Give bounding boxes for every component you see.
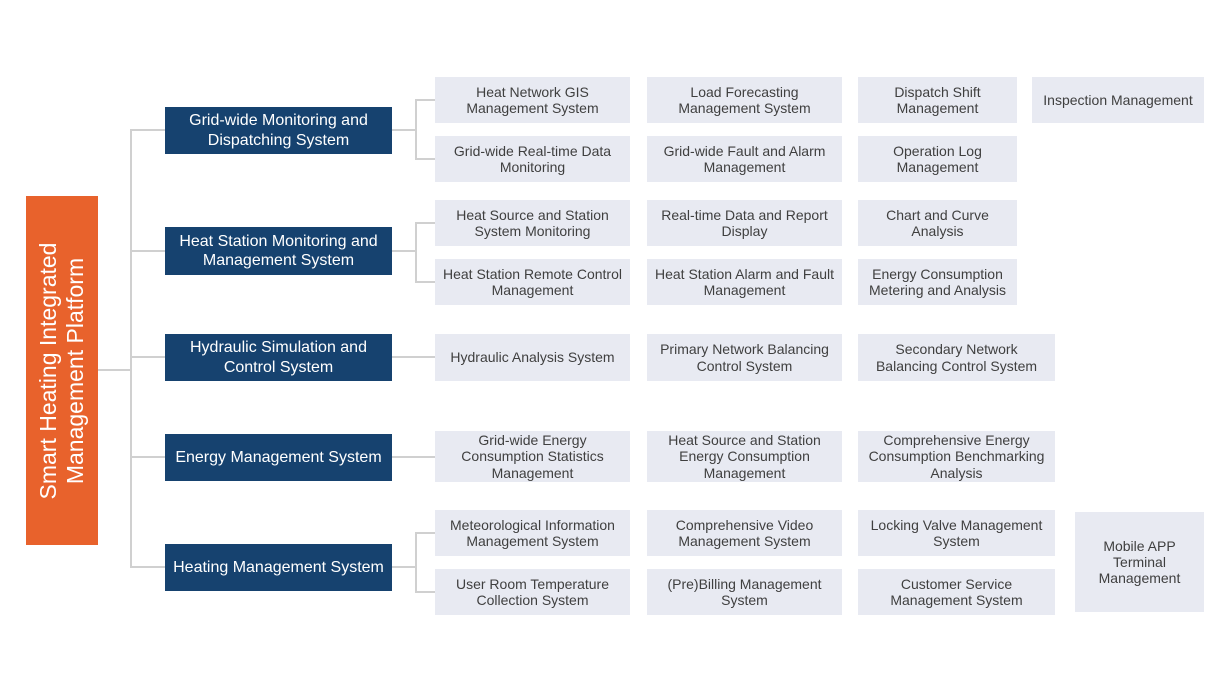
leaf-node-label: Locking Valve Management System [870, 516, 1043, 549]
leaf-node: User Room Temperature Collection System [435, 569, 630, 615]
leaf-node: Inspection Management [1032, 77, 1204, 123]
leaf-node: Dispatch Shift Management [858, 77, 1017, 123]
connector-line [415, 532, 435, 534]
leaf-node-label: User Room Temperature Collection System [455, 575, 610, 608]
branch-node-label: Grid-wide Monitoring and Dispatching Sys… [189, 112, 368, 149]
connector-line [415, 222, 417, 283]
connector-line [415, 532, 417, 593]
leaf-node-label: Secondary Network Balancing Control Syst… [875, 341, 1038, 374]
branch-node-grid-wide-monitoring: Grid-wide Monitoring and Dispatching Sys… [165, 107, 392, 154]
leaf-node: Primary Network Balancing Control System [647, 334, 842, 381]
connector-line [130, 456, 165, 458]
branch-node-label: Heat Station Monitoring and Management S… [179, 232, 378, 269]
branch-node-label: Hydraulic Simulation and Control System [190, 339, 367, 376]
leaf-node-label: Grid-wide Real-time Data Monitoring [453, 142, 612, 175]
leaf-node-label: Customer Service Management System [890, 575, 1023, 608]
leaf-node: Energy Consumption Metering and Analysis [858, 259, 1017, 305]
connector-line [98, 369, 130, 371]
branch-node-heating-management: Heating Management System [165, 544, 392, 591]
connector-line [130, 129, 132, 567]
leaf-node-label: Heat Network GIS Management System [466, 83, 599, 116]
leaf-node: Heat Source and Station Energy Consumpti… [647, 431, 842, 482]
leaf-node-label: Heat Source and Station Energy Consumpti… [668, 432, 821, 481]
leaf-node-label: Heat Station Alarm and Fault Management [655, 265, 834, 298]
branch-node-label: Heating Management System [173, 558, 384, 576]
connector-line [415, 222, 435, 224]
leaf-node-label: Mobile APP Terminal Management [1098, 537, 1181, 587]
leaf-node: Secondary Network Balancing Control Syst… [858, 334, 1055, 381]
root-node-label: Smart Heating Integrated Management Plat… [34, 242, 88, 499]
leaf-node: Chart and Curve Analysis [858, 200, 1017, 246]
branch-node-heat-station-monitoring: Heat Station Monitoring and Management S… [165, 227, 392, 275]
leaf-node: Heat Station Alarm and Fault Management [647, 259, 842, 305]
leaf-node-label: Comprehensive Energy Consumption Benchma… [868, 432, 1045, 481]
leaf-node-label: Meteorological Information Management Sy… [450, 516, 615, 549]
connector-line [392, 456, 435, 458]
connector-line [415, 99, 417, 160]
leaf-node-label: Heat Station Remote Control Management [443, 265, 622, 298]
leaf-node: Real-time Data and Report Display [647, 200, 842, 246]
leaf-node-label: Primary Network Balancing Control System [660, 341, 829, 374]
leaf-node: (Pre)Billing Management System [647, 569, 842, 615]
leaf-node-label: Energy Consumption Metering and Analysis [869, 265, 1006, 298]
leaf-node-label: Comprehensive Video Management System [675, 516, 814, 549]
connector-line [415, 99, 435, 101]
connector-line [130, 356, 165, 358]
leaf-node-label: Operation Log Management [893, 142, 982, 175]
leaf-node-label: Chart and Curve Analysis [886, 206, 989, 239]
leaf-node: Grid-wide Real-time Data Monitoring [435, 136, 630, 182]
connector-line [392, 129, 415, 131]
leaf-node: Hydraulic Analysis System [435, 334, 630, 381]
leaf-node: Locking Valve Management System [858, 510, 1055, 556]
leaf-node-label: Dispatch Shift Management [894, 83, 981, 116]
leaf-node-label: Grid-wide Energy Consumption Statistics … [461, 432, 604, 481]
leaf-node: Heat Station Remote Control Management [435, 259, 630, 305]
branch-node-label: Energy Management System [175, 448, 382, 466]
leaf-node-label: Hydraulic Analysis System [450, 349, 615, 366]
connector-line [415, 591, 435, 593]
leaf-node: Meteorological Information Management Sy… [435, 510, 630, 556]
branch-node-energy-management: Energy Management System [165, 434, 392, 481]
connector-line [130, 566, 165, 568]
leaf-node: Mobile APP Terminal Management [1075, 512, 1204, 612]
leaf-node: Operation Log Management [858, 136, 1017, 182]
leaf-node: Heat Source and Station System Monitorin… [435, 200, 630, 246]
connector-line [392, 356, 435, 358]
leaf-node-label: Load Forecasting Management System [678, 83, 811, 116]
connector-line [130, 250, 165, 252]
leaf-node: Comprehensive Energy Consumption Benchma… [858, 431, 1055, 482]
leaf-node-label: Real-time Data and Report Display [661, 206, 828, 239]
leaf-node-label: Heat Source and Station System Monitorin… [456, 206, 609, 239]
leaf-node-label: (Pre)Billing Management System [667, 575, 822, 608]
leaf-node-label: Inspection Management [1043, 91, 1193, 108]
branch-node-hydraulic-simulation: Hydraulic Simulation and Control System [165, 334, 392, 381]
leaf-node: Heat Network GIS Management System [435, 77, 630, 123]
leaf-node: Customer Service Management System [858, 569, 1055, 615]
connector-line [130, 129, 165, 131]
connector-line [392, 566, 415, 568]
connector-line [415, 158, 435, 160]
leaf-node: Grid-wide Energy Consumption Statistics … [435, 431, 630, 482]
leaf-node: Load Forecasting Management System [647, 77, 842, 123]
leaf-node: Grid-wide Fault and Alarm Management [647, 136, 842, 182]
connector-line [392, 250, 415, 252]
root-node-platform: Smart Heating Integrated Management Plat… [26, 196, 98, 545]
connector-line [415, 281, 435, 283]
leaf-node-label: Grid-wide Fault and Alarm Management [663, 142, 826, 175]
leaf-node: Comprehensive Video Management System [647, 510, 842, 556]
